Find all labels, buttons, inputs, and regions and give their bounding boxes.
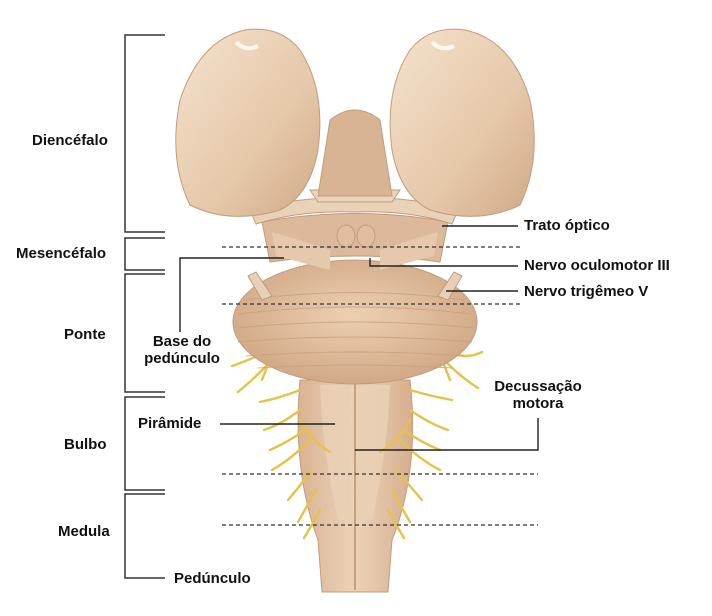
leader-decussacao (355, 418, 539, 451)
label-trato-optico: Trato óptico (524, 217, 610, 234)
bracket-medula (124, 493, 165, 579)
thalamus-right-highlight (430, 40, 455, 51)
label-nervo-oculomotor: Nervo oculomotor III (524, 257, 670, 274)
cerebral-peduncle-right (380, 232, 438, 270)
label-decussacao-motora: Decussação motora (476, 378, 600, 412)
label-mesencefalo: Mesencéfalo (16, 245, 107, 262)
label-decussacao-line1: Decussação (494, 378, 582, 395)
bracket-mesencefalo (124, 237, 165, 271)
pyramid-right (356, 385, 390, 520)
bracket-ponte (124, 273, 165, 393)
label-bulbo: Bulbo (64, 436, 107, 453)
label-decussacao-line2: motora (512, 395, 564, 412)
region-brackets (124, 34, 165, 579)
bracket-bulbo (124, 396, 165, 491)
level-dividers (222, 246, 538, 526)
trigeminal-nerve-left (247, 271, 273, 301)
label-base-pedunculo: Base do pedúnculo (140, 333, 224, 367)
leader-base-pedunculo (179, 257, 284, 332)
bracket-diencefalo (124, 34, 165, 233)
mammillary-body-left (336, 224, 356, 248)
label-base-pedunculo-line1: Base do (152, 333, 212, 350)
trigeminal-nerve-right (437, 271, 463, 301)
thalamus-right (389, 28, 535, 217)
leader-oculomotor (369, 258, 518, 267)
cerebral-peduncle-left (272, 232, 330, 270)
label-nervo-trigemeo: Nervo trigêmeo V (524, 283, 649, 300)
central-diencephalon (317, 109, 393, 197)
label-diencefalo: Diencéfalo (32, 132, 108, 149)
pyramid-left (320, 385, 352, 520)
label-ponte: Ponte (64, 326, 106, 343)
label-pedunculo: Pedúnculo (174, 570, 251, 587)
thalamus-left-highlight (234, 40, 259, 51)
thalamus-left (175, 28, 321, 217)
leader-lines (179, 225, 539, 451)
mammillary-body-right (356, 224, 376, 248)
pons-striations (235, 292, 475, 369)
label-medula: Medula (58, 523, 110, 540)
label-base-pedunculo-line2: pedúnculo (144, 350, 220, 367)
label-piramide: Pirâmide (138, 415, 202, 432)
